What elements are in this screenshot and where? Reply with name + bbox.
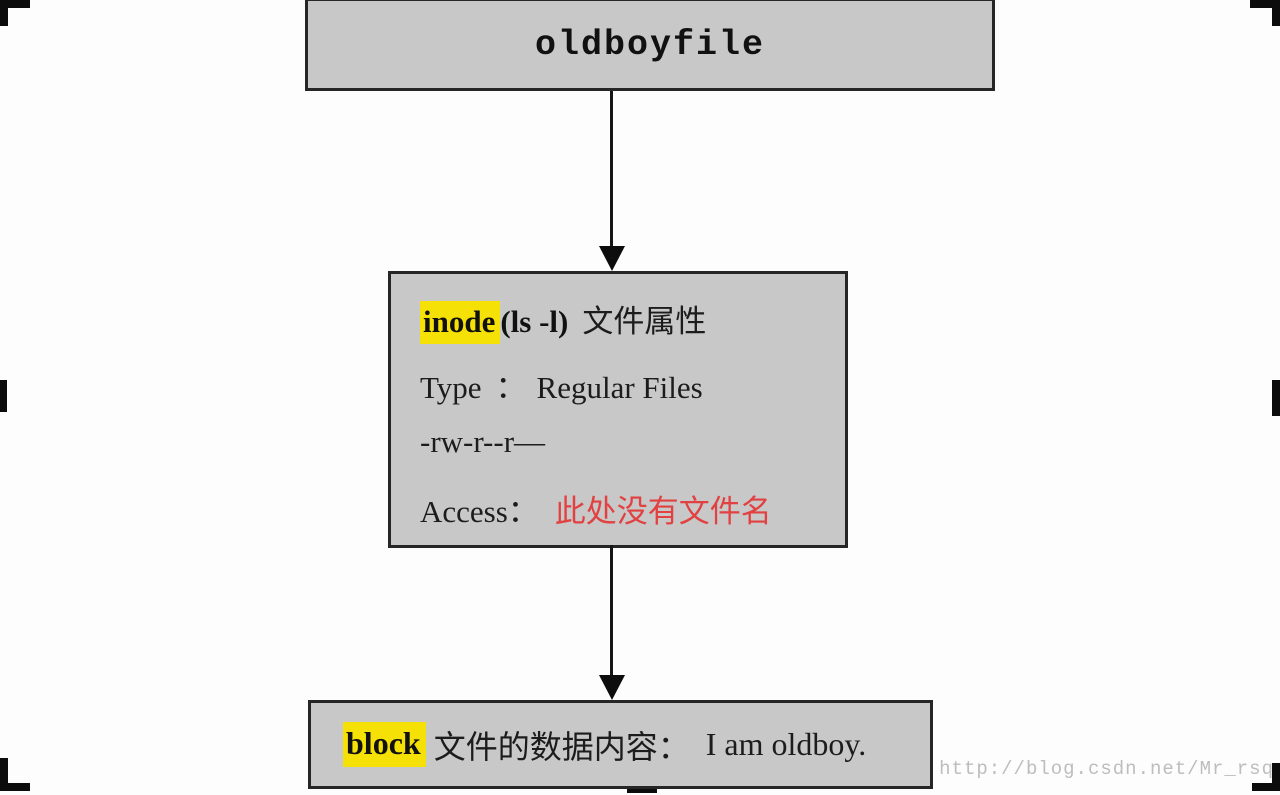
block-content-label: 文件的数据内容： [433, 728, 690, 765]
type-label: Type [420, 370, 482, 405]
access-note: 此处没有文件名 [554, 494, 772, 529]
inode-title-line: inode(ls -l) 文件属性 [420, 296, 707, 344]
arrow-inode-to-block-head-icon [599, 675, 625, 700]
crop-mark-bottom-right-horizontal [1252, 783, 1280, 791]
crop-mark-top-left-vertical [0, 0, 8, 26]
crop-mark-bottom-left-vertical [0, 758, 8, 791]
block-highlight: block [343, 722, 426, 767]
inode-box: inode(ls -l) 文件属性 Type ： Regular Files -rw-… [388, 271, 848, 548]
inode-title-label: 文件属性 [582, 304, 707, 339]
crop-mark-top-right-vertical [1272, 0, 1280, 26]
type-colon: ： [495, 370, 527, 405]
block-box: block 文件的数据内容： I am oldboy. [308, 700, 933, 789]
arrow-filename-to-inode-line [610, 91, 613, 248]
crop-mark-top-left-horizontal [0, 0, 30, 8]
arrow-inode-to-block-line [610, 545, 613, 677]
crop-mark-middle-right [1272, 380, 1280, 416]
filename-box: oldboyfile [305, 0, 995, 91]
inode-type-line: Type ： Regular Files [420, 362, 703, 407]
access-label: Access： [420, 494, 539, 529]
block-content-value: I am oldboy. [705, 726, 867, 762]
crop-mark-bottom-left-horizontal [0, 783, 30, 791]
watermark-url: http://blog.csdn.net/Mr_rsq [939, 758, 1274, 780]
arrow-filename-to-inode-head-icon [599, 246, 625, 271]
crop-mark-middle-left [0, 380, 7, 412]
crop-mark-bottom-right-vertical [1272, 763, 1280, 791]
inode-access-line: Access： 此处没有文件名 [420, 486, 772, 531]
type-value: Regular Files [536, 370, 703, 405]
filename-label: oldboyfile [534, 24, 766, 65]
crop-mark-top-right-horizontal [1250, 0, 1280, 8]
inode-highlight: inode [420, 301, 501, 344]
permissions-value: -rw-r--r— [420, 424, 546, 459]
inode-ls-command: (ls -l) [500, 304, 569, 339]
inode-permissions-line: -rw-r--r— [420, 424, 545, 460]
